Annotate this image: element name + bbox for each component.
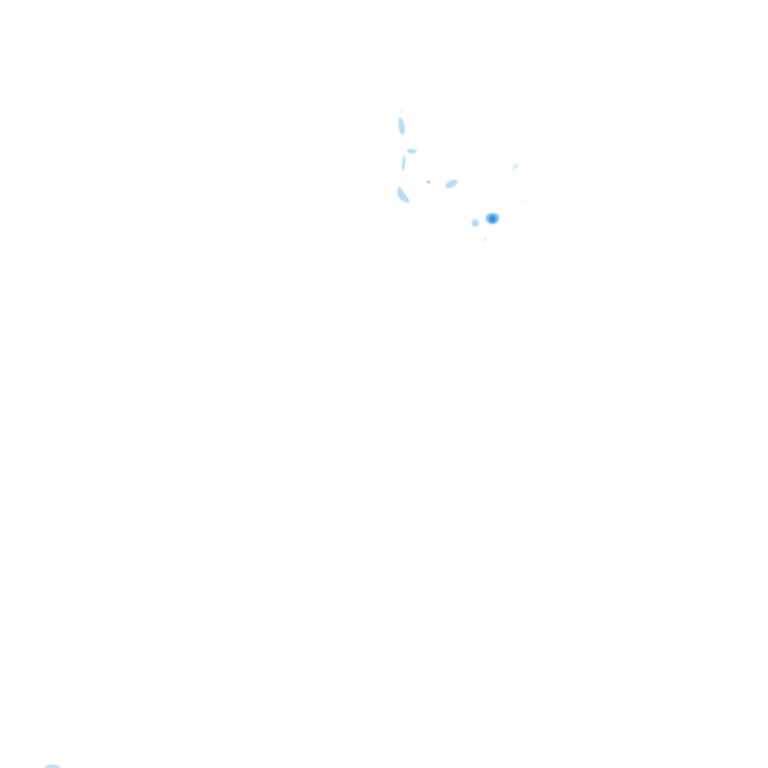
precip-blob	[483, 237, 487, 242]
precipitation-cluster	[397, 110, 527, 242]
precip-blob	[472, 219, 479, 227]
precipitation-edge	[44, 764, 61, 768]
precip-blob	[398, 117, 406, 135]
precip-blob	[400, 110, 402, 113]
precip-blob	[407, 148, 417, 154]
precip-blob	[426, 180, 431, 184]
precip-blob	[44, 764, 61, 768]
precip-blob	[401, 155, 406, 172]
precip-core	[487, 214, 498, 224]
precip-blob	[524, 201, 527, 203]
precip-blob	[397, 186, 410, 203]
precip-blob	[512, 163, 519, 171]
precip-blob	[445, 180, 458, 189]
